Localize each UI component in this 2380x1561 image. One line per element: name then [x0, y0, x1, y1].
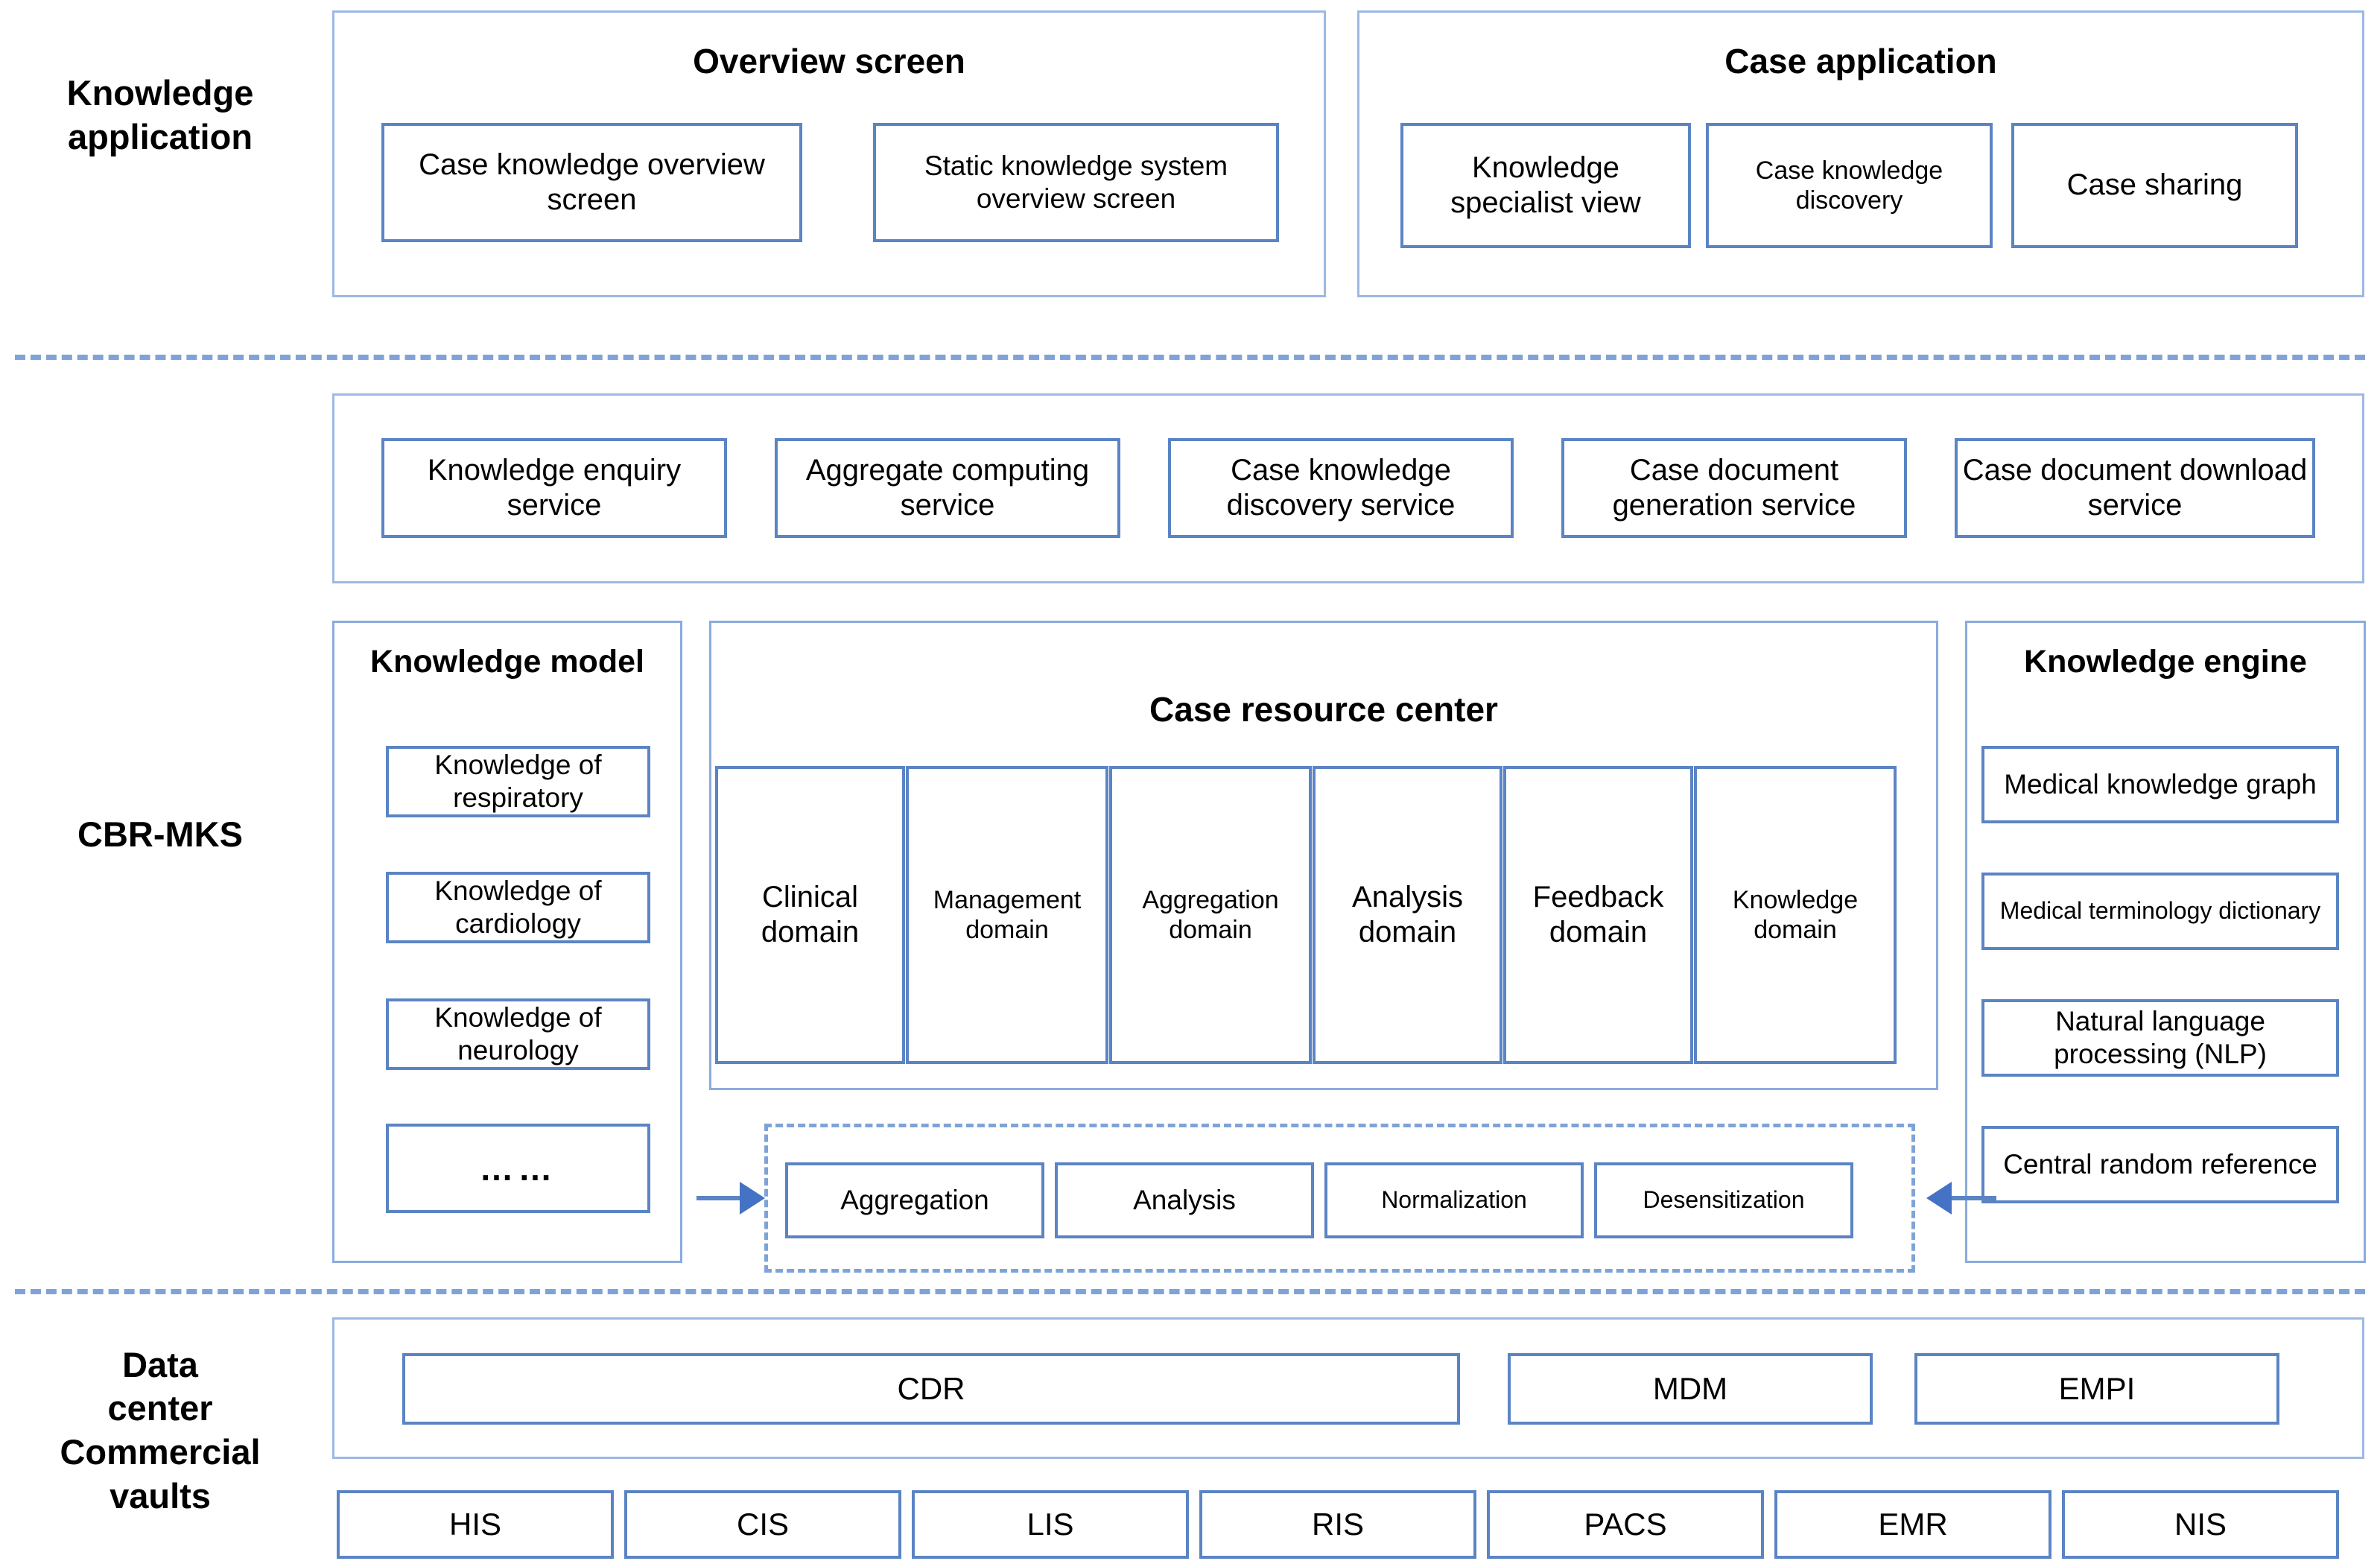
row-label-data-center: Data center Commercial vaults [60, 1344, 261, 1516]
row-label-knowledge-application: Knowledge application [66, 73, 254, 156]
pipeline-item-1[interactable]: Analysis [1055, 1162, 1314, 1238]
repository-item-1[interactable]: MDM [1508, 1353, 1873, 1425]
source-system-6[interactable]: NIS [2062, 1490, 2339, 1559]
knowledge-engine-item-2[interactable]: Natural language processing (NLP) [1981, 999, 2339, 1077]
overview-screen-title: Overview screen [693, 42, 965, 80]
row-label-cbr-mks: CBR-MKS [77, 814, 243, 854]
overview-screen-item-0[interactable]: Case knowledge overview screen [381, 123, 802, 242]
knowledge-model-item-2[interactable]: Knowledge of neurology [386, 998, 650, 1070]
connector-model-to-pipeline-line [696, 1196, 743, 1200]
case-application-item-2[interactable]: Case sharing [2011, 123, 2298, 248]
pipeline-item-2[interactable]: Normalization [1324, 1162, 1584, 1238]
source-system-0[interactable]: HIS [337, 1490, 614, 1559]
case-application-item-1[interactable]: Case knowledge discovery [1706, 123, 1993, 248]
domain-item-1[interactable]: Management domain [906, 766, 1108, 1064]
case-application-item-0[interactable]: Knowledge specialist view [1400, 123, 1691, 248]
domain-item-4[interactable]: Feedback domain [1503, 766, 1693, 1064]
knowledge-model-title: Knowledge model [370, 644, 644, 680]
domain-item-0[interactable]: Clinical domain [715, 766, 905, 1064]
repository-item-2[interactable]: EMPI [1914, 1353, 2279, 1425]
service-item-4[interactable]: Case document download service [1955, 438, 2315, 538]
domain-item-5[interactable]: Knowledge domain [1694, 766, 1897, 1064]
knowledge-engine-item-1[interactable]: Medical terminology dictionary [1981, 873, 2339, 950]
overview-screen-item-1[interactable]: Static knowledge system overview screen [873, 123, 1279, 242]
case-resource-center-title: Case resource center [1149, 690, 1498, 729]
knowledge-engine-title: Knowledge engine [2024, 644, 2307, 680]
service-item-1[interactable]: Aggregate computing service [775, 438, 1120, 538]
pipeline-item-0[interactable]: Aggregation [785, 1162, 1044, 1238]
service-item-2[interactable]: Case knowledge discovery service [1168, 438, 1514, 538]
separator-application-cbr [15, 355, 2365, 360]
repository-item-0[interactable]: CDR [402, 1353, 1460, 1425]
connector-engine-to-pipeline-arrow-icon [1926, 1182, 1952, 1215]
domain-item-2[interactable]: Aggregation domain [1109, 766, 1312, 1064]
knowledge-engine-item-3[interactable]: Central random reference [1981, 1126, 2339, 1203]
source-system-3[interactable]: RIS [1199, 1490, 1476, 1559]
source-system-2[interactable]: LIS [912, 1490, 1189, 1559]
knowledge-engine-item-0[interactable]: Medical knowledge graph [1981, 746, 2339, 823]
knowledge-model-item-1[interactable]: Knowledge of cardiology [386, 872, 650, 943]
knowledge-model-item-0[interactable]: Knowledge of respiratory [386, 746, 650, 817]
knowledge-model-item-3[interactable]: …… [386, 1124, 650, 1213]
case-application-title: Case application [1724, 42, 1997, 80]
connector-model-to-pipeline-arrow-icon [740, 1182, 765, 1215]
service-item-3[interactable]: Case document generation service [1561, 438, 1907, 538]
connector-engine-to-pipeline-line [1952, 1196, 1996, 1200]
source-system-4[interactable]: PACS [1487, 1490, 1764, 1559]
domain-item-3[interactable]: Analysis domain [1313, 766, 1502, 1064]
source-system-5[interactable]: EMR [1774, 1490, 2051, 1559]
pipeline-item-3[interactable]: Desensitization [1594, 1162, 1853, 1238]
separator-cbr-datacenter [15, 1289, 2365, 1294]
source-system-1[interactable]: CIS [624, 1490, 901, 1559]
service-item-0[interactable]: Knowledge enquiry service [381, 438, 727, 538]
